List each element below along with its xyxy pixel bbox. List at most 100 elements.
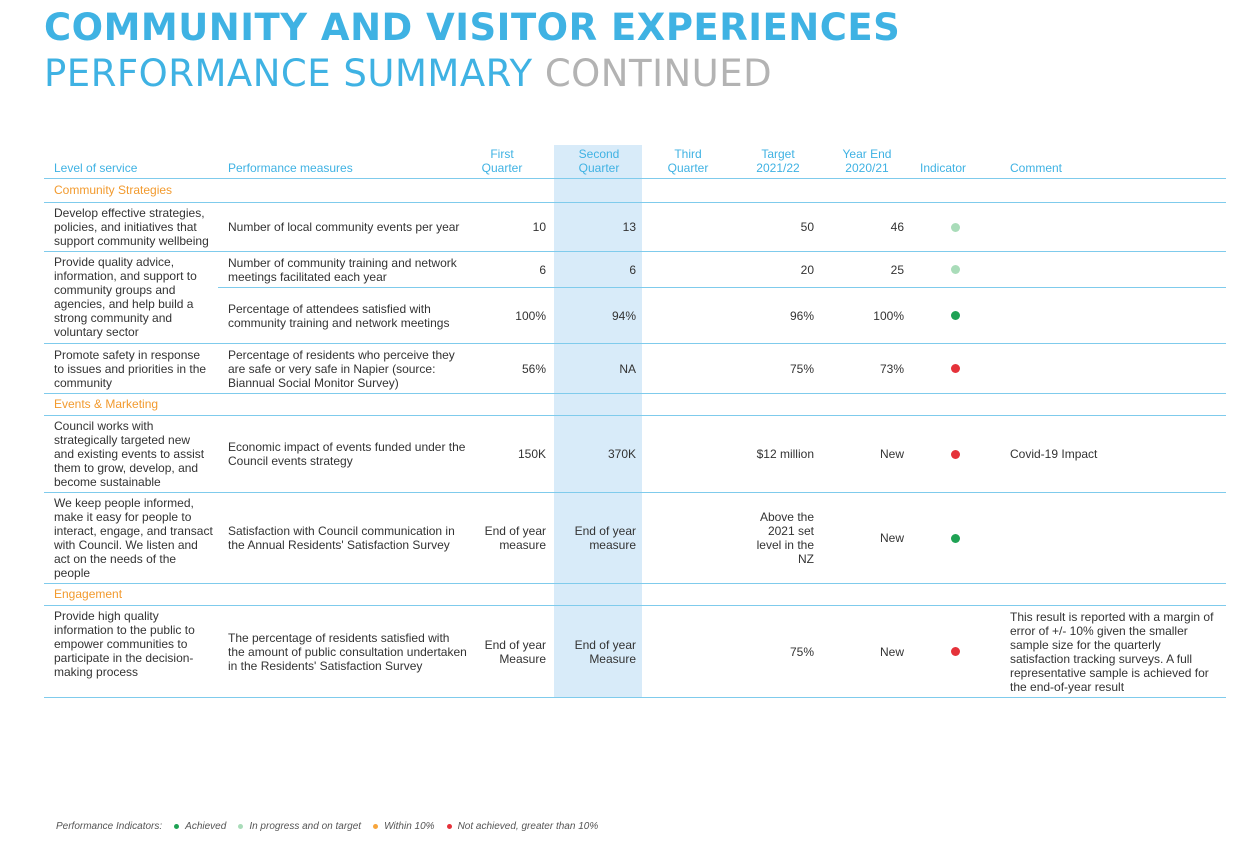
divider <box>44 415 1226 416</box>
comment-cell: Covid-19 Impact <box>1010 447 1098 461</box>
level-of-service-cell: Provide high quality information to the … <box>54 609 195 679</box>
section-row: Events & Marketing <box>44 394 1226 414</box>
year-end-cell: 100% <box>873 308 904 323</box>
table-header-row: Level of service Performance measures Fi… <box>44 145 1226 177</box>
second-quarter-cell: 370K <box>607 447 636 461</box>
header-second-quarter-line1: Second <box>578 147 620 161</box>
target-cell: Above the 2021 set level in the NZ <box>756 510 814 566</box>
header-year-end-line1: Year End <box>842 147 892 161</box>
target-cell: 20 <box>800 262 814 277</box>
legend-dot-within-10 <box>373 824 379 829</box>
subtitle-main: PERFORMANCE SUMMARY <box>44 52 533 95</box>
first-quarter-cell: 6 <box>539 262 546 277</box>
target-cell: 50 <box>800 220 814 234</box>
page-subtitle: PERFORMANCE SUMMARY CONTINUED <box>44 52 772 95</box>
first-quarter-cell: End of year Measure <box>484 637 546 666</box>
indicator-cell <box>951 252 960 287</box>
second-quarter-cell: End of year measure <box>574 524 636 552</box>
legend: Performance Indicators: Achieved In prog… <box>56 821 598 832</box>
second-quarter-cell: End of year Measure <box>574 637 636 666</box>
divider <box>44 251 1226 252</box>
legend-dot-achieved <box>174 824 180 829</box>
indicator-cell <box>951 203 960 251</box>
year-end-cell: New <box>879 447 904 461</box>
header-indicator: Indicator <box>920 161 967 175</box>
table-row: We keep people informed, make it easy fo… <box>44 493 1226 583</box>
header-third-quarter: Third Quarter <box>656 147 720 175</box>
indicator-dot <box>951 222 960 232</box>
header-third-quarter-line2: Quarter <box>667 161 709 175</box>
year-end-cell: New <box>879 644 904 659</box>
table-row: Percentage of attendees satisfied with c… <box>44 288 1226 343</box>
target-cell: 75% <box>789 644 814 659</box>
divider <box>44 605 1226 606</box>
section-engagement: Engagement <box>54 587 123 601</box>
legend-in-progress: In progress and on target <box>249 821 362 832</box>
header-second-quarter: Second Quarter <box>559 147 639 175</box>
second-quarter-cell: 6 <box>629 262 636 277</box>
first-quarter-cell: 56% <box>521 361 546 376</box>
second-quarter-cell: 13 <box>622 220 636 234</box>
divider <box>44 697 1226 698</box>
level-of-service-cell: Promote safety in response to issues and… <box>54 347 207 390</box>
year-end-cell: New <box>879 531 904 545</box>
performance-measure-cell: Satisfaction with Council communication … <box>228 524 455 552</box>
legend-not-achieved: Not achieved, greater than 10% <box>457 821 599 832</box>
divider <box>44 492 1226 493</box>
indicator-dot <box>951 364 960 373</box>
table-row: Develop effective strategies, policies, … <box>44 203 1226 251</box>
table-row: Provide high quality information to the … <box>44 606 1226 697</box>
level-of-service-cell: Council works with strategically targete… <box>54 419 205 489</box>
divider <box>218 287 1226 288</box>
divider <box>44 178 1226 179</box>
header-first-quarter-line2: Quarter <box>481 161 523 175</box>
second-quarter-cell: NA <box>619 361 636 376</box>
level-of-service-cell: Develop effective strategies, policies, … <box>54 206 209 248</box>
indicator-dot <box>951 311 960 320</box>
header-first-quarter-line1: First <box>490 147 514 161</box>
legend-label: Performance Indicators: <box>56 821 163 832</box>
divider <box>44 393 1226 394</box>
indicator-cell <box>951 288 960 343</box>
table-row: Number of community training and network… <box>44 252 1226 287</box>
target-cell: $12 million <box>756 447 814 461</box>
performance-measure-cell: Percentage of residents who perceive the… <box>228 347 455 390</box>
first-quarter-cell: End of year measure <box>484 524 546 552</box>
header-target-line2: 2021/22 <box>756 161 800 175</box>
first-quarter-cell: 100% <box>515 308 546 323</box>
target-cell: 75% <box>789 361 814 376</box>
header-comment: Comment <box>1010 161 1063 175</box>
indicator-dot <box>951 647 960 656</box>
header-year-end-line2: 2020/21 <box>845 161 889 175</box>
indicator-dot <box>951 449 960 459</box>
performance-measure-cell: Number of local community events per yea… <box>228 220 460 234</box>
section-row: Community Strategies <box>44 179 1226 201</box>
performance-measure-cell: The percentage of residents satisfied wi… <box>228 630 467 673</box>
indicator-cell <box>951 344 960 393</box>
year-end-cell: 46 <box>890 220 904 234</box>
header-target: Target 2021/22 <box>744 147 812 175</box>
legend-dot-not-achieved <box>446 824 452 829</box>
table-row: Council works with strategically targete… <box>44 416 1226 492</box>
indicator-cell <box>951 416 960 492</box>
first-quarter-cell: 150K <box>517 447 546 461</box>
page-title: COMMUNITY AND VISITOR EXPERIENCES <box>44 6 901 49</box>
legend-achieved: Achieved <box>185 821 227 832</box>
header-measures: Performance measures <box>228 161 353 175</box>
header-target-line1: Target <box>761 147 795 161</box>
legend-within-10: Within 10% <box>384 821 435 832</box>
first-quarter-cell: 10 <box>532 220 546 234</box>
level-of-service-cell: We keep people informed, make it easy fo… <box>54 496 213 580</box>
performance-measure-cell: Number of community training and network… <box>228 255 457 284</box>
divider <box>44 583 1226 584</box>
header-second-quarter-line2: Quarter <box>578 161 620 175</box>
divider <box>44 343 1226 344</box>
subtitle-suffix: CONTINUED <box>544 52 773 95</box>
legend-dot-in-progress <box>238 824 244 829</box>
performance-measure-cell: Percentage of attendees satisfied with c… <box>228 301 450 330</box>
indicator-cell <box>951 493 960 583</box>
header-year-end: Year End 2020/21 <box>834 147 900 175</box>
level-of-service-cell: Provide quality advice, information, and… <box>54 255 197 339</box>
section-community-strategies: Community Strategies <box>54 183 173 197</box>
table-row: Promote safety in response to issues and… <box>44 344 1226 393</box>
